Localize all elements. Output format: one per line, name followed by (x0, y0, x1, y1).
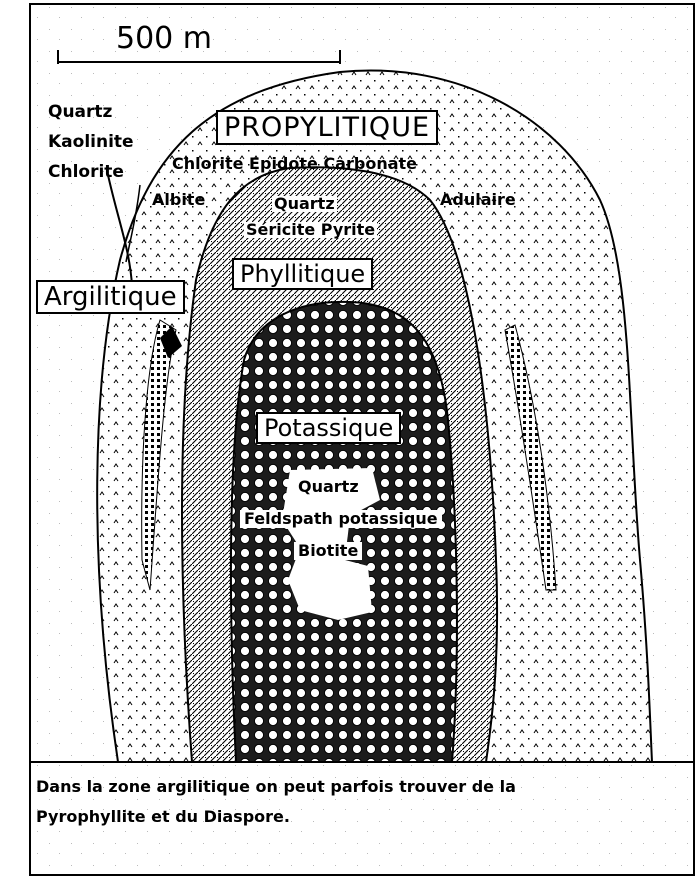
mineral-label-potas-biotite: Biotite (294, 542, 362, 560)
caption: Dans la zone argilitique on peut parfois… (36, 772, 676, 832)
mineral-label-albite: Albite (152, 192, 205, 208)
zone-label-propylitique: PROPYLITIQUE (216, 110, 438, 145)
scale-label: 500 m (116, 24, 212, 54)
mineral-label-argil-chlorite: Chlorite (48, 164, 124, 181)
mineral-label-potas-feldspath: Feldspath potassique (240, 510, 442, 528)
zone-label-potassique: Potassique (256, 412, 401, 444)
mineral-label-argil-kaolinite: Kaolinite (48, 134, 134, 151)
zone-label-phyllitique: Phyllitique (232, 258, 373, 290)
mineral-label-argil-quartz: Quartz (48, 104, 112, 121)
mineral-label-phyll-quartz: Quartz (272, 196, 337, 212)
caption-line-1: Dans la zone argilitique on peut parfois… (36, 772, 676, 802)
caption-line-2: Pyrophyllite et du Diaspore. (36, 802, 676, 832)
mineral-label-phyll-sericite-pyrite: Séricite Pyrite (244, 222, 377, 238)
zone-label-argilitique: Argilitique (36, 280, 185, 314)
mineral-label-propylitique: Chlorite Epidote Carbonate (172, 156, 417, 172)
mineral-label-adulaire: Adulaire (440, 192, 516, 208)
mineral-label-potas-quartz: Quartz (294, 478, 363, 496)
